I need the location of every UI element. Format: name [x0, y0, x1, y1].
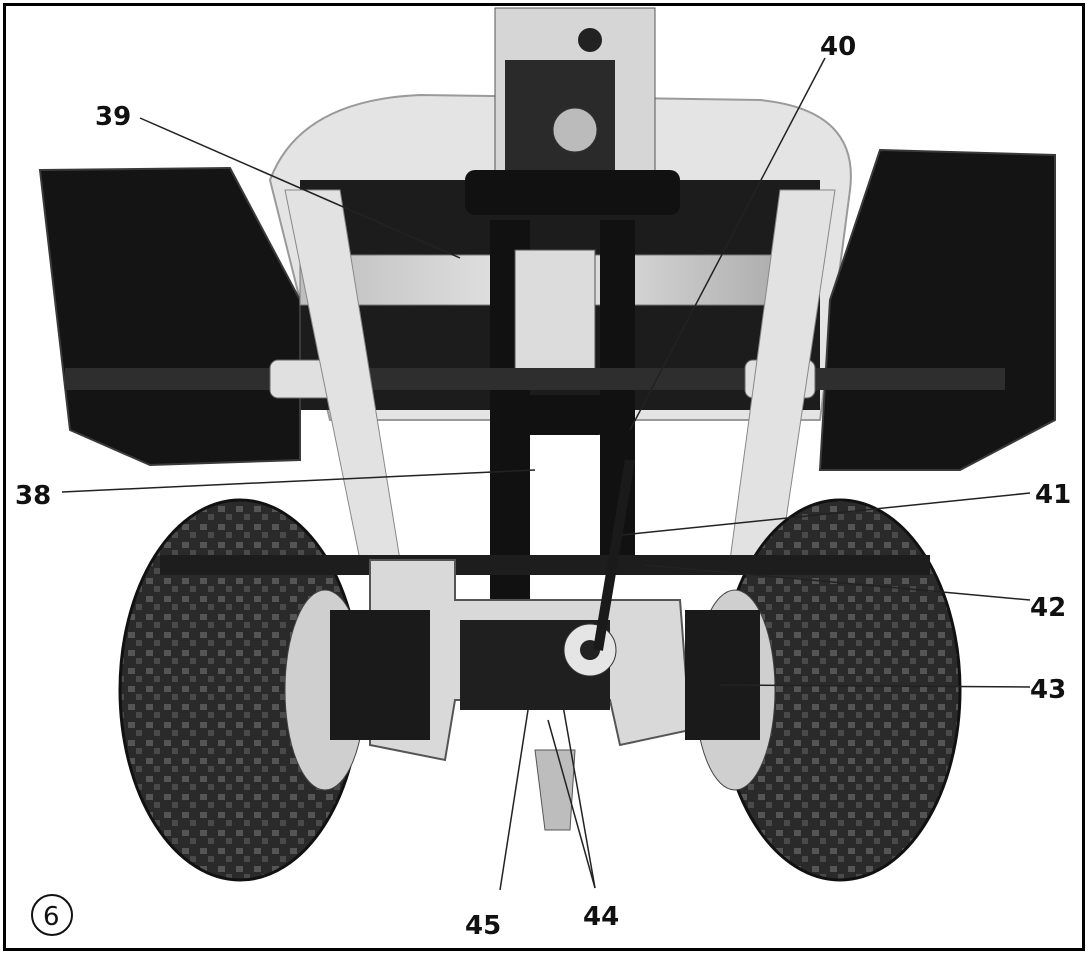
leader-44a: [547, 719, 596, 889]
hinge-rod: [65, 368, 1005, 390]
figure-number: 6: [43, 902, 60, 932]
leader-45: [499, 709, 529, 891]
rear-axle: [160, 555, 930, 575]
leader-41: [621, 492, 1031, 536]
callout-39: 39: [95, 102, 131, 132]
leader-38: [61, 469, 536, 493]
callout-38: 38: [15, 481, 51, 511]
leader-42: [644, 564, 1031, 601]
callout-45: 45: [465, 911, 501, 941]
callout-41: 41: [1035, 480, 1071, 510]
leader-40: [629, 57, 826, 431]
callout-43: 43: [1030, 675, 1066, 705]
figure-number-circle: [31, 894, 73, 936]
leader-43: [719, 684, 1031, 688]
leader-39: [139, 117, 461, 259]
callout-44: 44: [583, 902, 619, 932]
left-fender: [38, 166, 301, 467]
leader-44b: [561, 699, 596, 889]
callout-40: 40: [820, 32, 856, 62]
right-fender: [818, 148, 1056, 471]
callout-42: 42: [1030, 593, 1066, 623]
